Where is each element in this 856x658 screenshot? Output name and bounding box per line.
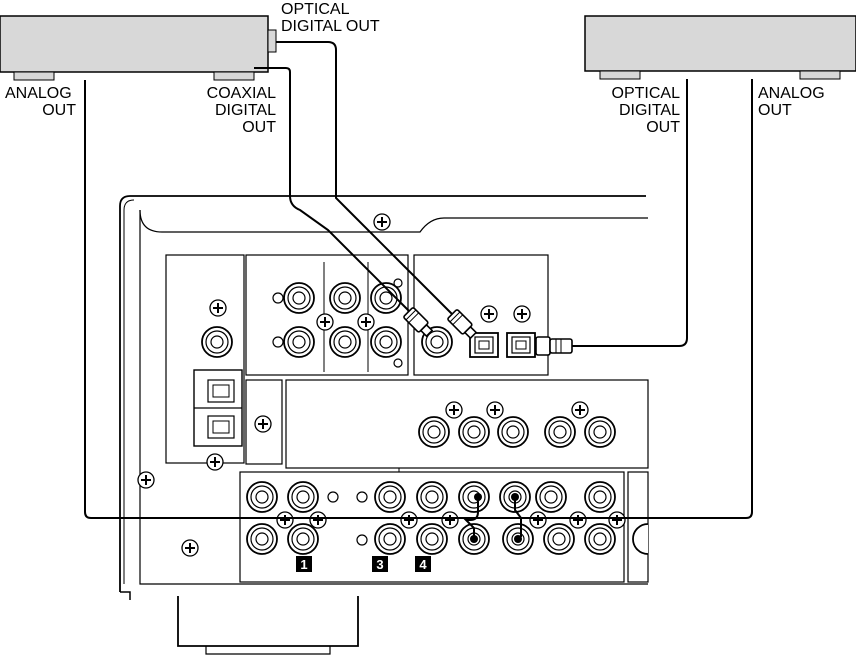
screw <box>513 305 531 323</box>
input-number-badges: 1 3 4 <box>296 556 431 572</box>
small-holes <box>272 278 403 546</box>
screw <box>206 453 224 471</box>
label-coaxial-out-left-3: OUT <box>242 119 276 136</box>
screw <box>357 313 375 331</box>
receiver-rear-panel <box>119 195 649 655</box>
jumper-link-left <box>463 497 479 537</box>
screw <box>254 415 272 433</box>
analog-out-jack-right <box>799 70 841 80</box>
input-number-4: 4 <box>419 557 427 572</box>
screw <box>309 511 327 529</box>
screw <box>480 305 498 323</box>
screw <box>445 401 463 419</box>
rca-jack <box>201 326 233 358</box>
label-analog-out-right-2: OUT <box>758 102 792 119</box>
receiver-base <box>177 596 359 647</box>
rca-jack-partial <box>632 523 649 555</box>
screw <box>486 401 504 419</box>
rca-jack <box>584 523 616 555</box>
rca-jack <box>543 523 575 555</box>
screw <box>608 511 626 529</box>
rca-jack <box>497 416 529 448</box>
screw <box>529 511 547 529</box>
label-optical-out-left-2: DIGITAL OUT <box>281 18 380 35</box>
jumper-link-right <box>514 497 522 537</box>
optical-cable-right <box>570 79 688 347</box>
label-optical-out-left-1: OPTICAL <box>281 1 350 18</box>
input-number-1: 1 <box>300 557 307 572</box>
cables <box>84 41 753 537</box>
coaxial-cable <box>254 67 411 313</box>
input-number-3: 3 <box>376 557 383 572</box>
label-optical-out-right-2: DIGITAL <box>619 102 680 119</box>
optical-out-jack-right <box>599 70 641 80</box>
screw <box>569 511 587 529</box>
screw <box>441 511 459 529</box>
analog-out-jack-left <box>13 71 55 81</box>
coaxial-out-jack-left <box>213 71 255 81</box>
jumper-dots <box>470 493 522 543</box>
rca-jack <box>374 523 406 555</box>
analog-cable <box>84 79 753 519</box>
screw <box>571 401 589 419</box>
left-source-device <box>0 15 277 81</box>
screw <box>181 539 199 557</box>
rca-jack <box>246 523 278 555</box>
rca-jack <box>418 416 450 448</box>
coaxial-plug <box>403 307 434 338</box>
optical-input-ports <box>469 332 536 358</box>
rca-jack <box>287 481 319 513</box>
rca-jack <box>246 481 278 513</box>
rca-jack <box>535 481 567 513</box>
screw <box>209 299 227 317</box>
rca-jack <box>374 481 406 513</box>
optical-cable-left <box>276 41 453 315</box>
right-device-labels: OPTICAL DIGITAL OUT ANALOG OUT <box>612 85 825 136</box>
screw <box>400 511 418 529</box>
rca-jack <box>458 416 490 448</box>
rca-jack <box>416 523 448 555</box>
rca-jack <box>329 326 361 358</box>
label-coaxial-out-left-1: COAXIAL <box>207 85 276 102</box>
rca-jack <box>584 416 616 448</box>
screw <box>316 313 334 331</box>
rca-jack <box>329 282 361 314</box>
optical-plug-right <box>535 336 573 356</box>
rca-jack <box>421 326 453 358</box>
optical-plug-left <box>447 309 478 340</box>
optical-out-jack-left <box>267 29 277 53</box>
label-coaxial-out-left-2: DIGITAL <box>215 102 276 119</box>
rca-jack <box>283 282 315 314</box>
screw <box>137 471 155 489</box>
right-source-device <box>584 15 856 80</box>
rca-jack <box>416 481 448 513</box>
screw <box>276 511 294 529</box>
rca-jack <box>370 326 402 358</box>
cable-plugs <box>403 307 573 356</box>
label-analog-out-left-2: OUT <box>42 102 76 119</box>
rca-jack <box>584 481 616 513</box>
label-analog-out-left-1: ANALOG <box>5 85 72 102</box>
rca-jack <box>287 523 319 555</box>
label-analog-out-right-1: ANALOG <box>758 85 825 102</box>
screws <box>137 213 626 557</box>
label-optical-out-right-1: OPTICAL <box>612 85 681 102</box>
screw <box>373 213 391 231</box>
rca-jack <box>544 416 576 448</box>
left-device-labels: OPTICAL DIGITAL OUT ANALOG OUT COAXIAL D… <box>5 1 380 136</box>
rca-jack <box>283 326 315 358</box>
label-optical-out-right-3: OUT <box>646 119 680 136</box>
